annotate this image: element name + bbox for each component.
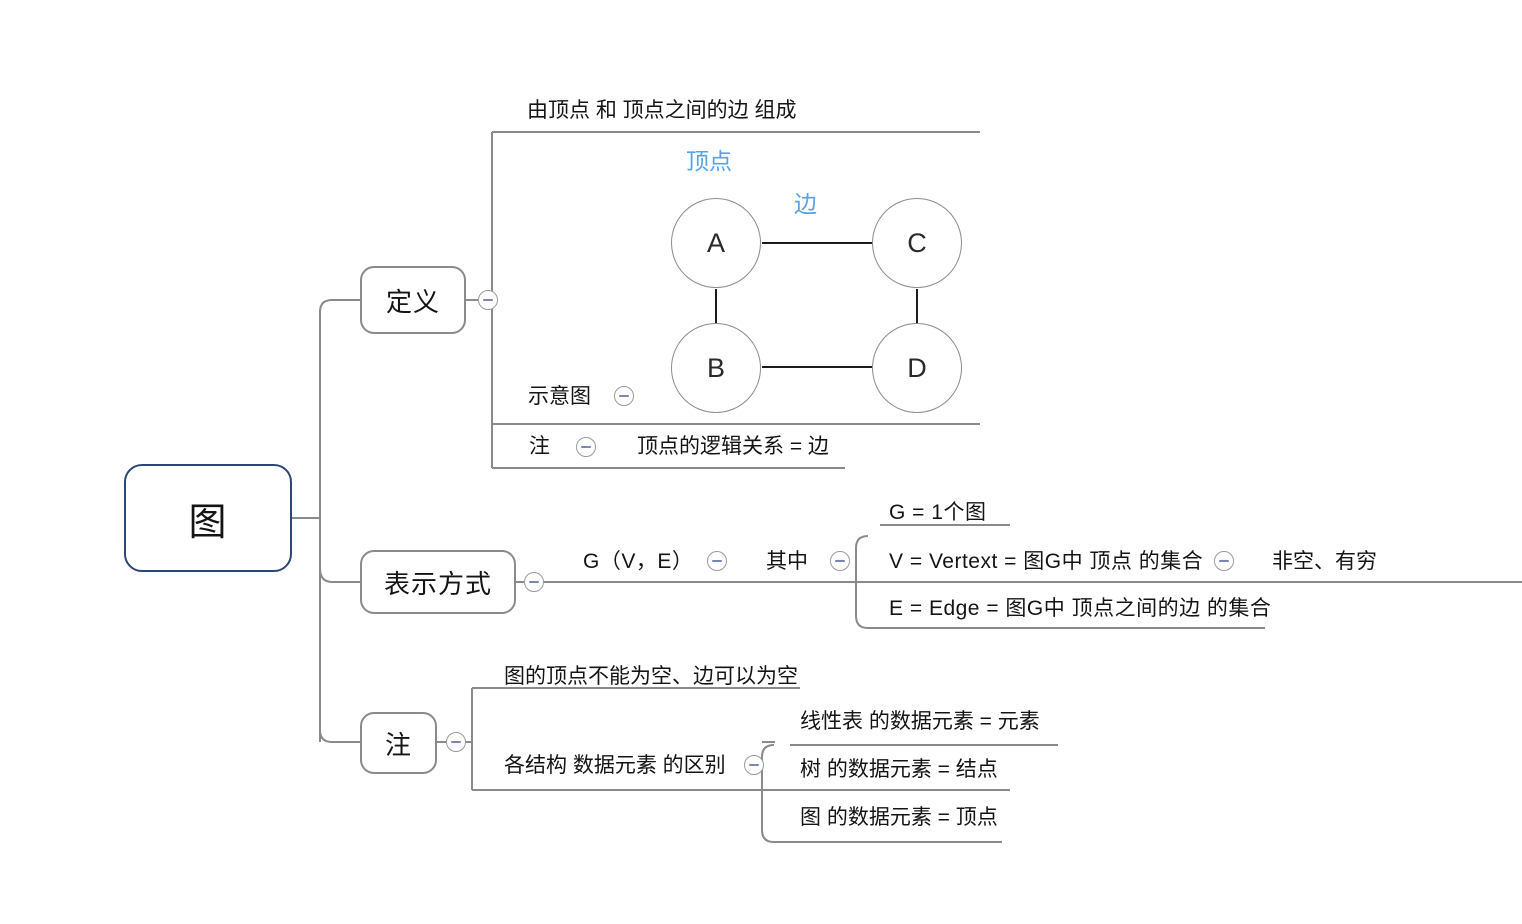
root-node-label: 图 bbox=[188, 501, 228, 544]
representation-item-e: E = Edge = 图G中 顶点之间的边 的集合 bbox=[889, 597, 1272, 620]
graph-edge-a-c bbox=[762, 242, 875, 244]
note-item-tree: 树 的数据元素 = 结点 bbox=[800, 758, 998, 781]
toggle-note[interactable] bbox=[446, 732, 466, 752]
note-second-text: 各结构 数据元素 的区别 bbox=[504, 754, 726, 777]
toggle-among[interactable] bbox=[830, 551, 850, 571]
note-item-linear: 线性表 的数据元素 = 元素 bbox=[800, 710, 1040, 733]
representation-among: 其中 bbox=[766, 550, 808, 573]
toggle-structure-diff[interactable] bbox=[744, 755, 764, 775]
toggle-representation[interactable] bbox=[524, 572, 544, 592]
representation-formula: G（V，E） bbox=[583, 550, 694, 573]
definition-note-text: 顶点的逻辑关系 = 边 bbox=[637, 435, 829, 458]
graph-edge-a-b bbox=[715, 289, 717, 325]
graph-vertex-c-label: C bbox=[907, 227, 927, 258]
graph-vertex-c: C bbox=[872, 198, 962, 288]
definition-diagram-label: 示意图 bbox=[528, 385, 591, 408]
definition-note-label: 注 bbox=[529, 435, 550, 458]
toggle-definition[interactable] bbox=[478, 290, 498, 310]
branch-node-representation-label: 表示方式 bbox=[383, 568, 492, 599]
toggle-definition-note[interactable] bbox=[576, 437, 596, 457]
annotation-vertex: 顶点 bbox=[686, 148, 732, 174]
note-item-graph: 图 的数据元素 = 顶点 bbox=[800, 806, 998, 829]
definition-heading: 由顶点 和 顶点之间的边 组成 bbox=[527, 99, 797, 122]
representation-item-v-detail: 非空、有穷 bbox=[1272, 550, 1377, 573]
representation-item-g: G = 1个图 bbox=[889, 501, 987, 524]
toggle-diagram[interactable] bbox=[614, 386, 634, 406]
graph-vertex-a: A bbox=[671, 198, 761, 288]
annotation-edge: 边 bbox=[794, 191, 817, 217]
branch-node-representation[interactable]: 表示方式 bbox=[360, 550, 516, 614]
graph-vertex-b-label: B bbox=[706, 352, 725, 383]
root-node[interactable]: 图 bbox=[124, 464, 292, 572]
graph-vertex-d: D bbox=[872, 323, 962, 413]
representation-item-v: V = Vertext = 图G中 顶点 的集合 bbox=[889, 550, 1204, 573]
branch-node-note-label: 注 bbox=[384, 729, 412, 760]
note-first-text: 图的顶点不能为空、边可以为空 bbox=[504, 665, 798, 688]
graph-edge-b-d bbox=[762, 366, 875, 368]
graph-vertex-d-label: D bbox=[907, 352, 927, 383]
toggle-vertex-set[interactable] bbox=[1214, 551, 1234, 571]
graph-vertex-b: B bbox=[671, 323, 761, 413]
toggle-formula[interactable] bbox=[707, 551, 727, 571]
branch-node-definition-label: 定义 bbox=[385, 286, 440, 317]
graph-vertex-a-label: A bbox=[706, 227, 725, 258]
branch-node-definition[interactable]: 定义 bbox=[360, 266, 466, 334]
graph-edge-c-d bbox=[916, 289, 918, 325]
branch-node-note[interactable]: 注 bbox=[360, 712, 437, 774]
